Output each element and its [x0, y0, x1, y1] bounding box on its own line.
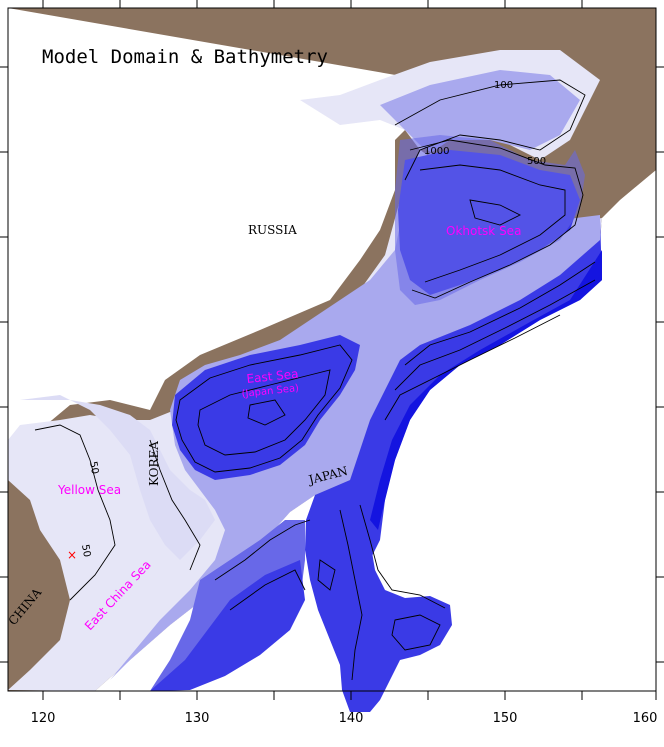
- okhotsk-basin-mid: [395, 135, 585, 305]
- contour-label-1000: 1000: [424, 146, 449, 157]
- label-russia: RUSSIA: [248, 223, 297, 237]
- x-tick-140: 140: [339, 711, 364, 726]
- contour-label-50-china: 50: [79, 544, 92, 558]
- x-tick-120: 120: [31, 711, 56, 726]
- x-tick-160: 160: [633, 711, 658, 726]
- label-korea: KOREA: [147, 441, 161, 486]
- contour-label-100: 100: [494, 80, 513, 91]
- top-ticks: [42, 0, 583, 8]
- east-sea-basin: [172, 335, 360, 480]
- bottom-ticks: [42, 691, 657, 700]
- left-ticks: [0, 66, 8, 663]
- contour-label-500: 500: [527, 156, 546, 167]
- plot-frame: [7, 7, 657, 692]
- station-marker: ×: [67, 548, 77, 562]
- contour-label-50-yellow: 50: [87, 461, 100, 475]
- map-title: Model Domain & Bathymetry: [42, 46, 328, 68]
- east-china-deep: [150, 560, 305, 691]
- x-tick-130: 130: [185, 711, 210, 726]
- label-okhotsk-sea: Okhotsk Sea: [446, 224, 521, 238]
- yellow-sea-water: [20, 395, 215, 560]
- x-tick-150: 150: [493, 711, 518, 726]
- label-east-sea: East Sea: [246, 367, 299, 386]
- right-ticks: [656, 66, 664, 663]
- philippine-sea: [305, 490, 452, 712]
- contour-lines: [34, 79, 596, 681]
- label-yellow-sea: Yellow Sea: [57, 483, 121, 497]
